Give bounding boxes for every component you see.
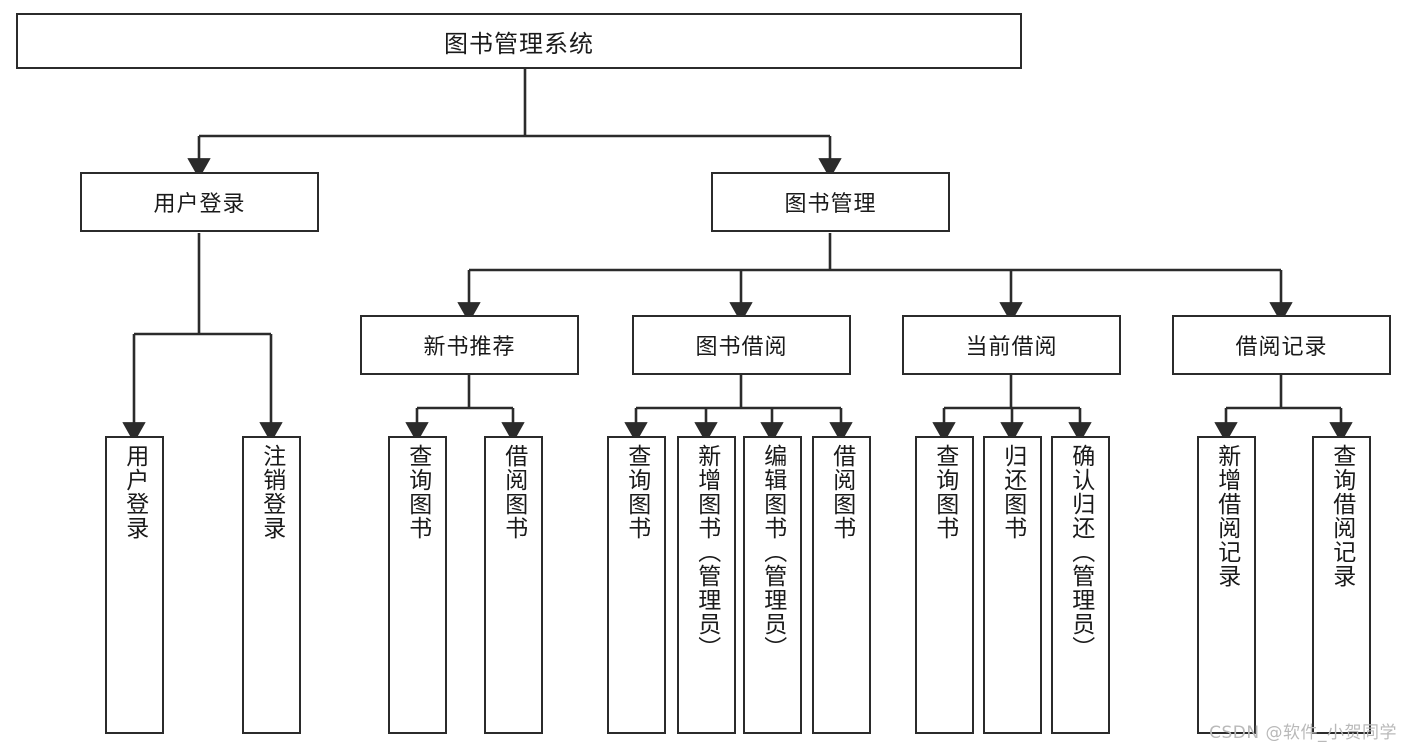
node-leaf-query-record[interactable]: 查询借阅记录 xyxy=(1312,436,1371,734)
node-leaf-return-book[interactable]: 归还图书 xyxy=(983,436,1042,734)
node-book-manage[interactable]: 图书管理 xyxy=(711,172,950,232)
node-leaf-borrow-book-2[interactable]: 借阅图书 xyxy=(812,436,871,734)
node-label: 新书推荐 xyxy=(423,335,516,360)
node-leaf-query-book-3[interactable]: 查询图书 xyxy=(915,436,974,734)
node-leaf-add-book[interactable]: 新增图书（管理员） xyxy=(677,436,736,734)
node-leaf-edit-book[interactable]: 编辑图书（管理员） xyxy=(743,436,802,734)
node-leaf-confirm-return[interactable]: 确认归还（管理员） xyxy=(1051,436,1110,734)
node-book-borrow[interactable]: 图书借阅 xyxy=(632,315,851,375)
node-current-borrow[interactable]: 当前借阅 xyxy=(902,315,1121,375)
node-label: 查询图书 xyxy=(931,444,958,540)
node-label: 用户登录 xyxy=(121,444,148,540)
node-label: 新增图书（管理员） xyxy=(693,444,720,660)
node-label: 借阅图书 xyxy=(500,444,527,540)
node-new-book-recommend[interactable]: 新书推荐 xyxy=(360,315,579,375)
node-label: 查询图书 xyxy=(623,444,650,540)
node-label: 图书借阅 xyxy=(695,335,788,360)
node-label: 新增借阅记录 xyxy=(1213,444,1240,588)
node-label: 编辑图书（管理员） xyxy=(759,444,786,660)
node-user-login[interactable]: 用户登录 xyxy=(80,172,319,232)
node-leaf-query-book-2[interactable]: 查询图书 xyxy=(607,436,666,734)
node-label: 归还图书 xyxy=(999,444,1026,540)
node-label: 图书管理系统 xyxy=(444,29,594,58)
node-label: 查询借阅记录 xyxy=(1328,444,1355,588)
node-leaf-query-book-1[interactable]: 查询图书 xyxy=(388,436,447,734)
node-label: 当前借阅 xyxy=(965,335,1058,360)
node-label: 确认归还（管理员） xyxy=(1067,444,1094,660)
node-label: 用户登录 xyxy=(153,192,246,217)
node-label: 借阅图书 xyxy=(828,444,855,540)
node-label: 借阅记录 xyxy=(1235,335,1328,360)
node-label: 查询图书 xyxy=(404,444,431,540)
csdn-watermark: CSDN @软件_小贺同学 xyxy=(1209,723,1397,743)
node-leaf-add-record[interactable]: 新增借阅记录 xyxy=(1197,436,1256,734)
node-label: 注销登录 xyxy=(258,444,285,540)
node-borrow-record[interactable]: 借阅记录 xyxy=(1172,315,1391,375)
node-leaf-logout-login[interactable]: 注销登录 xyxy=(242,436,301,734)
node-label: 图书管理 xyxy=(784,192,877,217)
node-leaf-user-login[interactable]: 用户登录 xyxy=(105,436,164,734)
node-root-system[interactable]: 图书管理系统 xyxy=(16,13,1022,69)
node-leaf-borrow-book-1[interactable]: 借阅图书 xyxy=(484,436,543,734)
